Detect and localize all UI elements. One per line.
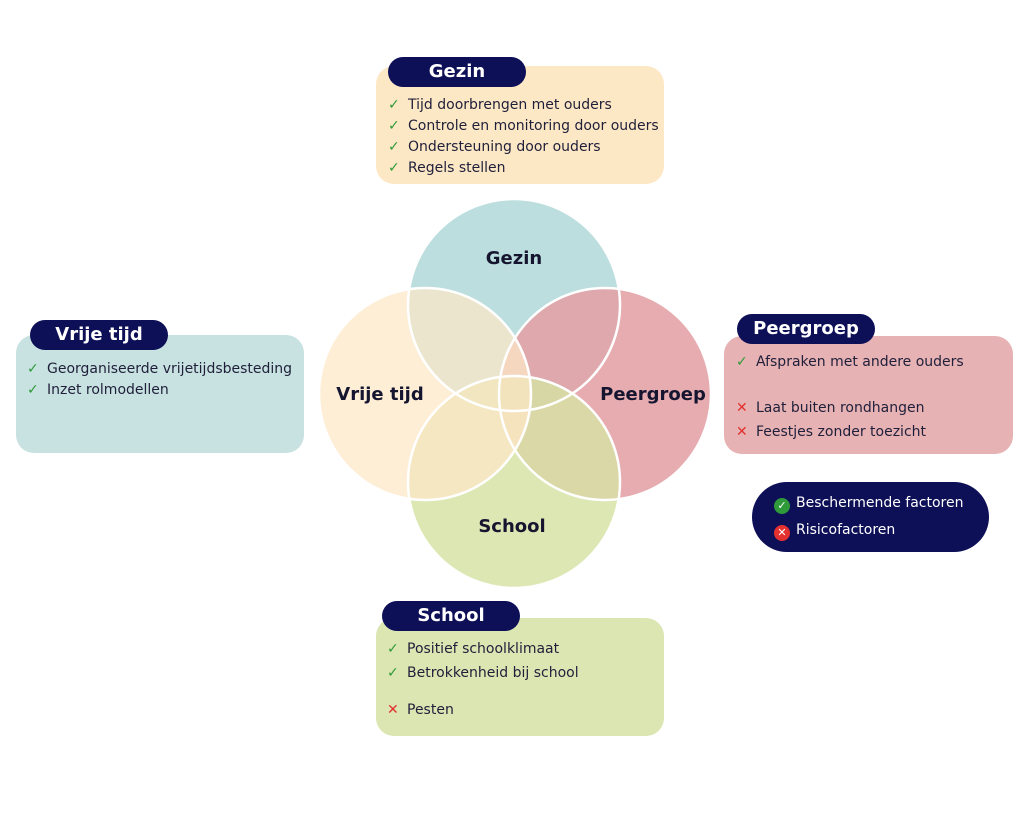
check-icon: ✓ [387, 641, 399, 657]
venn-circle-vrije-tijd [319, 288, 531, 500]
panel-gezin-title: Gezin [388, 57, 526, 87]
check-icon: ✓ [388, 160, 400, 176]
venn-label-vrije-tijd: Vrije tijd [336, 384, 423, 405]
item-text: Pesten [407, 702, 454, 718]
item-text: Inzet rolmodellen [47, 382, 169, 398]
cross-icon: ✕ [387, 702, 399, 718]
legend: ✓ Beschermende factoren ✕ Risicofactoren [752, 482, 989, 552]
check-icon: ✓ [736, 354, 748, 370]
legend-label-risk: Risicofactoren [796, 522, 896, 538]
list-item: ✓ Georganiseerde vrijetijdsbesteding [27, 360, 292, 378]
check-circle-icon: ✓ [774, 498, 790, 514]
venn-label-gezin: Gezin [486, 248, 542, 269]
item-text: Betrokkenheid bij school [407, 665, 579, 681]
check-icon: ✓ [27, 382, 39, 398]
list-item: ✓ Afspraken met andere ouders [736, 353, 964, 371]
venn-circles [319, 199, 711, 588]
check-icon: ✓ [387, 665, 399, 681]
list-item: ✓ Inzet rolmodellen [27, 381, 169, 399]
item-text: Regels stellen [408, 160, 506, 176]
venn-outlines [317, 197, 713, 590]
list-item: ✕ Pesten [387, 701, 454, 719]
check-icon: ✓ [27, 361, 39, 377]
panel-vrije-tijd: ✓ Georganiseerde vrijetijdsbesteding ✓ Inz… [16, 335, 304, 453]
panel-school: ✓ Positief schoolklimaat ✓ Betrokkenheid b… [376, 618, 664, 736]
check-icon: ✓ [388, 118, 400, 134]
item-text: Feestjes zonder toezicht [756, 424, 927, 440]
panel-peergroep: ✓ Afspraken met andere ouders ✕ Laat buite… [724, 336, 1013, 454]
list-item: ✓ Tijd doorbrengen met ouders [388, 96, 612, 114]
item-text: Controle en monitoring door ouders [408, 118, 659, 134]
legend-label-protective: Beschermende factoren [796, 495, 964, 511]
item-text: Positief schoolklimaat [407, 641, 560, 657]
list-item: ✓ Ondersteuning door ouders [388, 138, 601, 156]
check-icon: ✓ [388, 139, 400, 155]
item-text: Georganiseerde vrijetijdsbesteding [47, 361, 293, 377]
venn-label-school: School [478, 516, 545, 537]
legend-row-risk: ✕ Risicofactoren [774, 521, 895, 541]
item-text: Afspraken met andere ouders [756, 354, 964, 370]
venn-label-peergroep: Peergroep [600, 384, 706, 405]
list-item: ✕ Laat buiten rondhangen [736, 399, 924, 417]
list-item: ✓ Positief schoolklimaat [387, 640, 559, 658]
legend-row-protective: ✓ Beschermende factoren [774, 494, 963, 514]
cross-icon: ✕ [736, 424, 748, 440]
item-text: Laat buiten rondhangen [756, 400, 925, 416]
panel-school-title: School [382, 601, 520, 631]
list-item: ✓ Regels stellen [388, 159, 506, 177]
panel-vrije-tijd-title: Vrije tijd [30, 320, 168, 350]
list-item: ✓ Controle en monitoring door ouders [388, 117, 659, 135]
item-text: Ondersteuning door ouders [408, 139, 601, 155]
list-item: ✕ Feestjes zonder toezicht [736, 423, 926, 441]
panel-peergroep-title: Peergroep [737, 314, 875, 344]
cross-icon: ✕ [736, 400, 748, 416]
list-item: ✓ Betrokkenheid bij school [387, 664, 579, 682]
check-icon: ✓ [388, 97, 400, 113]
cross-circle-icon: ✕ [774, 525, 790, 541]
item-text: Tijd doorbrengen met ouders [408, 97, 612, 113]
